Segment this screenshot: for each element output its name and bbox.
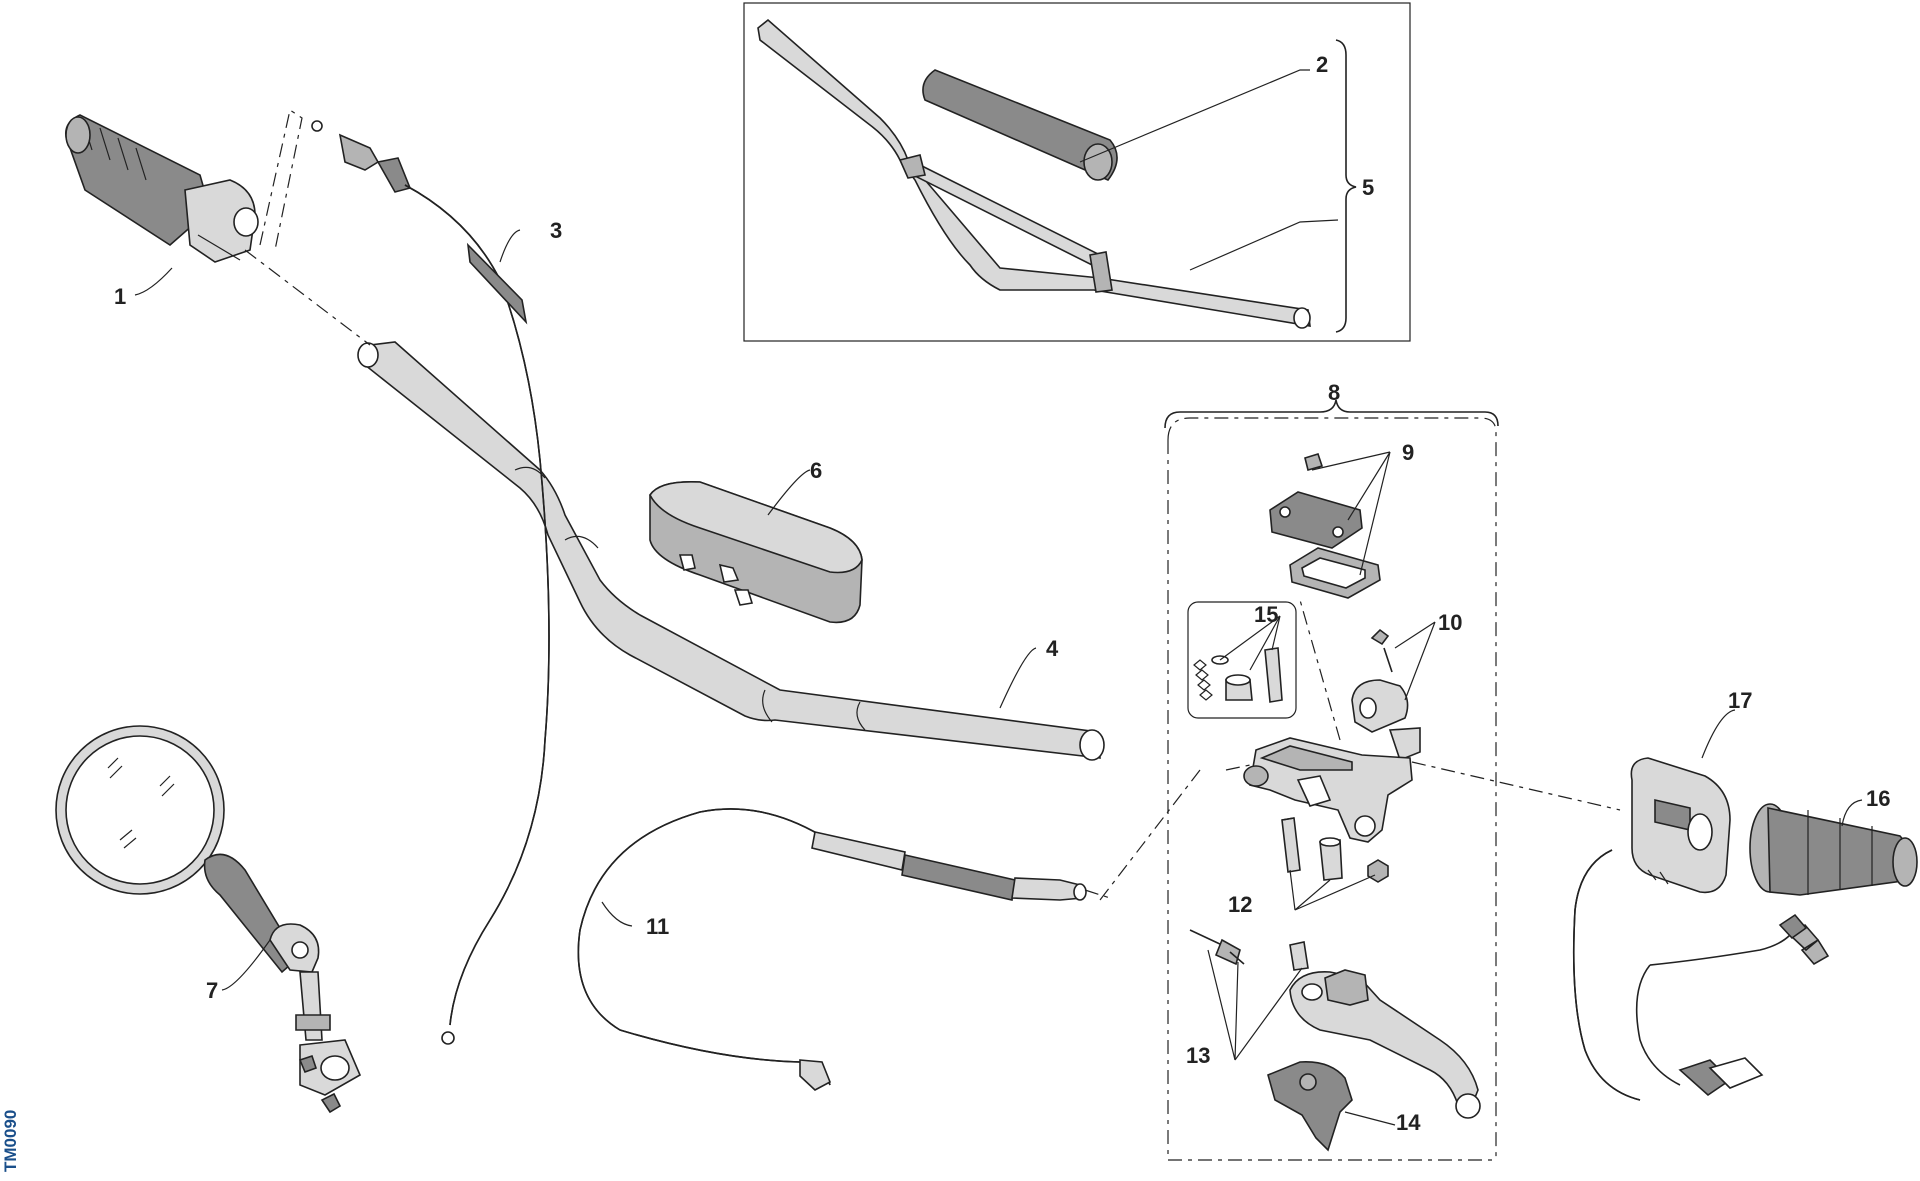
throttle-grip [64,114,259,263]
leaders-inset [1079,39,1357,333]
callouts: 1 2 3 4 5 6 7 8 9 10 11 12 13 14 15 16 1… [114,52,1890,1135]
handlebar-pad [649,480,863,624]
master-cylinder [1099,599,1621,901]
callout-17: 17 [1728,688,1752,713]
clutch-side-grip [1749,803,1918,896]
mirror [55,725,362,1114]
callout-15: 15 [1254,602,1278,627]
callout-12: 12 [1228,892,1252,917]
callout-5: 5 [1362,175,1374,200]
inset-handlebar [757,18,1311,329]
callout-10: 10 [1438,610,1462,635]
callout-16: 16 [1866,786,1890,811]
callout-4: 4 [1046,636,1059,661]
inset-box [743,2,1411,342]
inset-grip [922,69,1118,181]
kit-15-box [1187,601,1297,719]
callout-8: 8 [1328,380,1340,405]
clutch-lever [1189,929,1481,1119]
callout-3: 3 [550,218,562,243]
mount-hardware [1281,817,1389,883]
callout-11: 11 [646,914,669,939]
switch-housing [1572,757,1830,1101]
handlebar-main [357,341,1105,761]
leaders [134,229,1863,1126]
clamp [1351,628,1421,762]
axis-throttle [244,249,371,346]
reservoir-cover [1269,453,1381,599]
callout-6: 6 [810,458,822,483]
throttle-cable [311,120,550,1045]
callout-2: 2 [1316,52,1328,77]
axis-throttle-cable [259,109,303,251]
callout-9: 9 [1402,440,1414,465]
clutch-cable [577,808,1111,1091]
callout-7: 7 [206,978,218,1003]
group-8-box [1164,399,1499,1161]
figure-code: TM0090 [1,1110,20,1172]
callout-1: 1 [114,284,126,309]
callout-14: 14 [1396,1110,1421,1135]
callout-13: 13 [1186,1043,1210,1068]
lever-cover [1267,1061,1353,1152]
